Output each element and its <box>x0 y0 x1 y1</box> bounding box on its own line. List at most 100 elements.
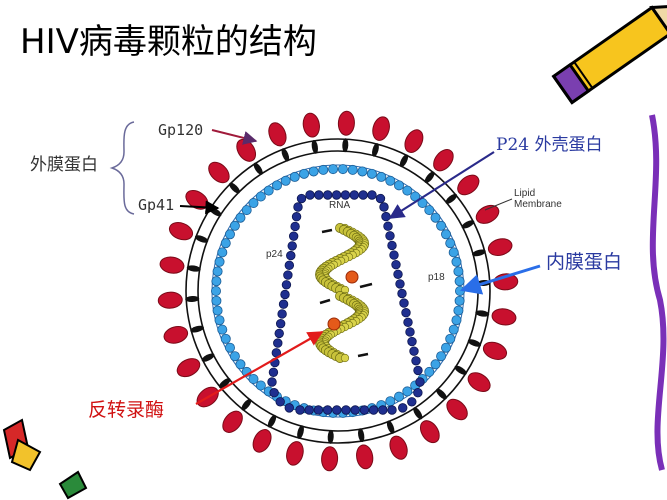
gp120-knob <box>419 420 440 444</box>
gp41-stalk <box>386 420 395 434</box>
label-p18: p18 <box>428 272 445 283</box>
gp120-knob <box>356 444 374 470</box>
p24-bead <box>398 403 408 413</box>
p24-bead <box>415 377 425 387</box>
p24-bead <box>283 270 293 280</box>
p24-bead <box>322 405 333 415</box>
p18-bead <box>430 212 441 223</box>
p18-bead <box>357 166 368 177</box>
p24-bead <box>313 405 324 415</box>
p18-bead <box>376 171 387 182</box>
p24-bead <box>350 405 360 415</box>
p18-bead <box>212 305 223 316</box>
p24-bead <box>295 405 305 415</box>
p24-bead <box>280 289 290 300</box>
p18-bead <box>445 333 456 344</box>
p24-bead <box>411 356 421 366</box>
p18-bead <box>448 247 459 258</box>
gp41-stalk <box>281 148 290 162</box>
p24-bead <box>284 260 295 271</box>
p24-bead <box>385 231 395 241</box>
p18-bead <box>366 168 377 179</box>
p24-bead <box>286 250 296 261</box>
gp120-knob <box>268 122 287 147</box>
p24-bead <box>368 405 379 415</box>
gp120-knob <box>176 358 201 378</box>
gp120-knob <box>389 435 408 460</box>
p18-bead <box>308 166 319 177</box>
p24-bead <box>275 318 286 329</box>
p18-bead <box>248 198 259 209</box>
gp41-stalk <box>194 235 209 243</box>
label-inner-membrane-protein: 内膜蛋白 <box>546 251 622 273</box>
pointer-gp120 <box>211 129 258 145</box>
gp41-stalk <box>358 428 365 443</box>
p18-bead <box>451 315 462 326</box>
p18-bead <box>211 276 222 287</box>
gp120-knob <box>433 149 454 172</box>
rna-tail <box>319 298 331 305</box>
p24-bead <box>288 231 299 241</box>
gp120-knob <box>487 238 513 256</box>
p18-bead <box>424 205 435 216</box>
p18-bead <box>385 396 396 407</box>
gp41-stalk <box>241 398 252 411</box>
label-reverse-transcriptase: 反转录酶 <box>88 399 164 421</box>
gp120-knob <box>321 446 339 472</box>
gp120-knob <box>337 110 355 136</box>
gp41-stalk <box>229 182 240 194</box>
p18-bead <box>220 238 231 249</box>
p18-bead <box>211 295 222 306</box>
rna-tail <box>357 352 369 358</box>
p24-capsid <box>267 190 425 415</box>
pointer-lipid-membrane <box>484 198 513 211</box>
p18-bead <box>235 212 246 223</box>
gp41-stalk <box>185 295 200 303</box>
gp120-knob <box>482 341 508 360</box>
gp120-knob <box>446 398 468 421</box>
brace <box>109 121 135 215</box>
gp120-knob <box>159 256 185 274</box>
p24-bead <box>331 190 342 200</box>
p24-bead <box>291 212 302 222</box>
reverse-transcriptase-enzyme <box>345 270 359 284</box>
p24-bead <box>413 388 423 398</box>
rna-genome <box>315 223 373 363</box>
gp120-knob <box>404 129 424 153</box>
p24-bead <box>290 221 300 232</box>
gp41-stalk <box>253 162 263 175</box>
gp120-knob <box>163 326 189 344</box>
pointer-p24-capsid <box>388 151 495 219</box>
p18-bead <box>318 164 329 175</box>
p18-bead <box>385 175 396 186</box>
p24-bead <box>314 190 324 200</box>
gp120-knob <box>168 222 194 241</box>
p18-bead <box>289 171 300 182</box>
virus-particle <box>157 110 519 472</box>
rna-bead <box>340 353 350 363</box>
p18-bead <box>454 276 465 287</box>
p18-bead <box>224 342 235 353</box>
p24-bead <box>332 405 342 415</box>
gp120-knob <box>252 429 272 453</box>
p18-bead <box>328 164 339 175</box>
p24-bead <box>407 336 417 347</box>
gp120-knob <box>236 138 257 162</box>
gp41-stalk <box>461 220 475 229</box>
p18-bead <box>451 256 462 267</box>
gp41-stalk <box>201 353 215 362</box>
p18-bead <box>453 266 464 277</box>
p18-bead <box>448 324 459 335</box>
p24-bead <box>293 202 303 212</box>
label-gp120: Gp120 <box>158 121 203 139</box>
p24-bead <box>383 221 393 231</box>
decorative-swoosh <box>649 114 667 471</box>
p18-bead <box>255 191 266 202</box>
p18-bead <box>217 324 228 335</box>
p18-bead <box>453 305 464 316</box>
p24-bead <box>375 193 386 204</box>
p18-bead <box>454 295 465 306</box>
gp41-stalk <box>413 407 423 420</box>
gp41-stalk <box>311 139 318 154</box>
